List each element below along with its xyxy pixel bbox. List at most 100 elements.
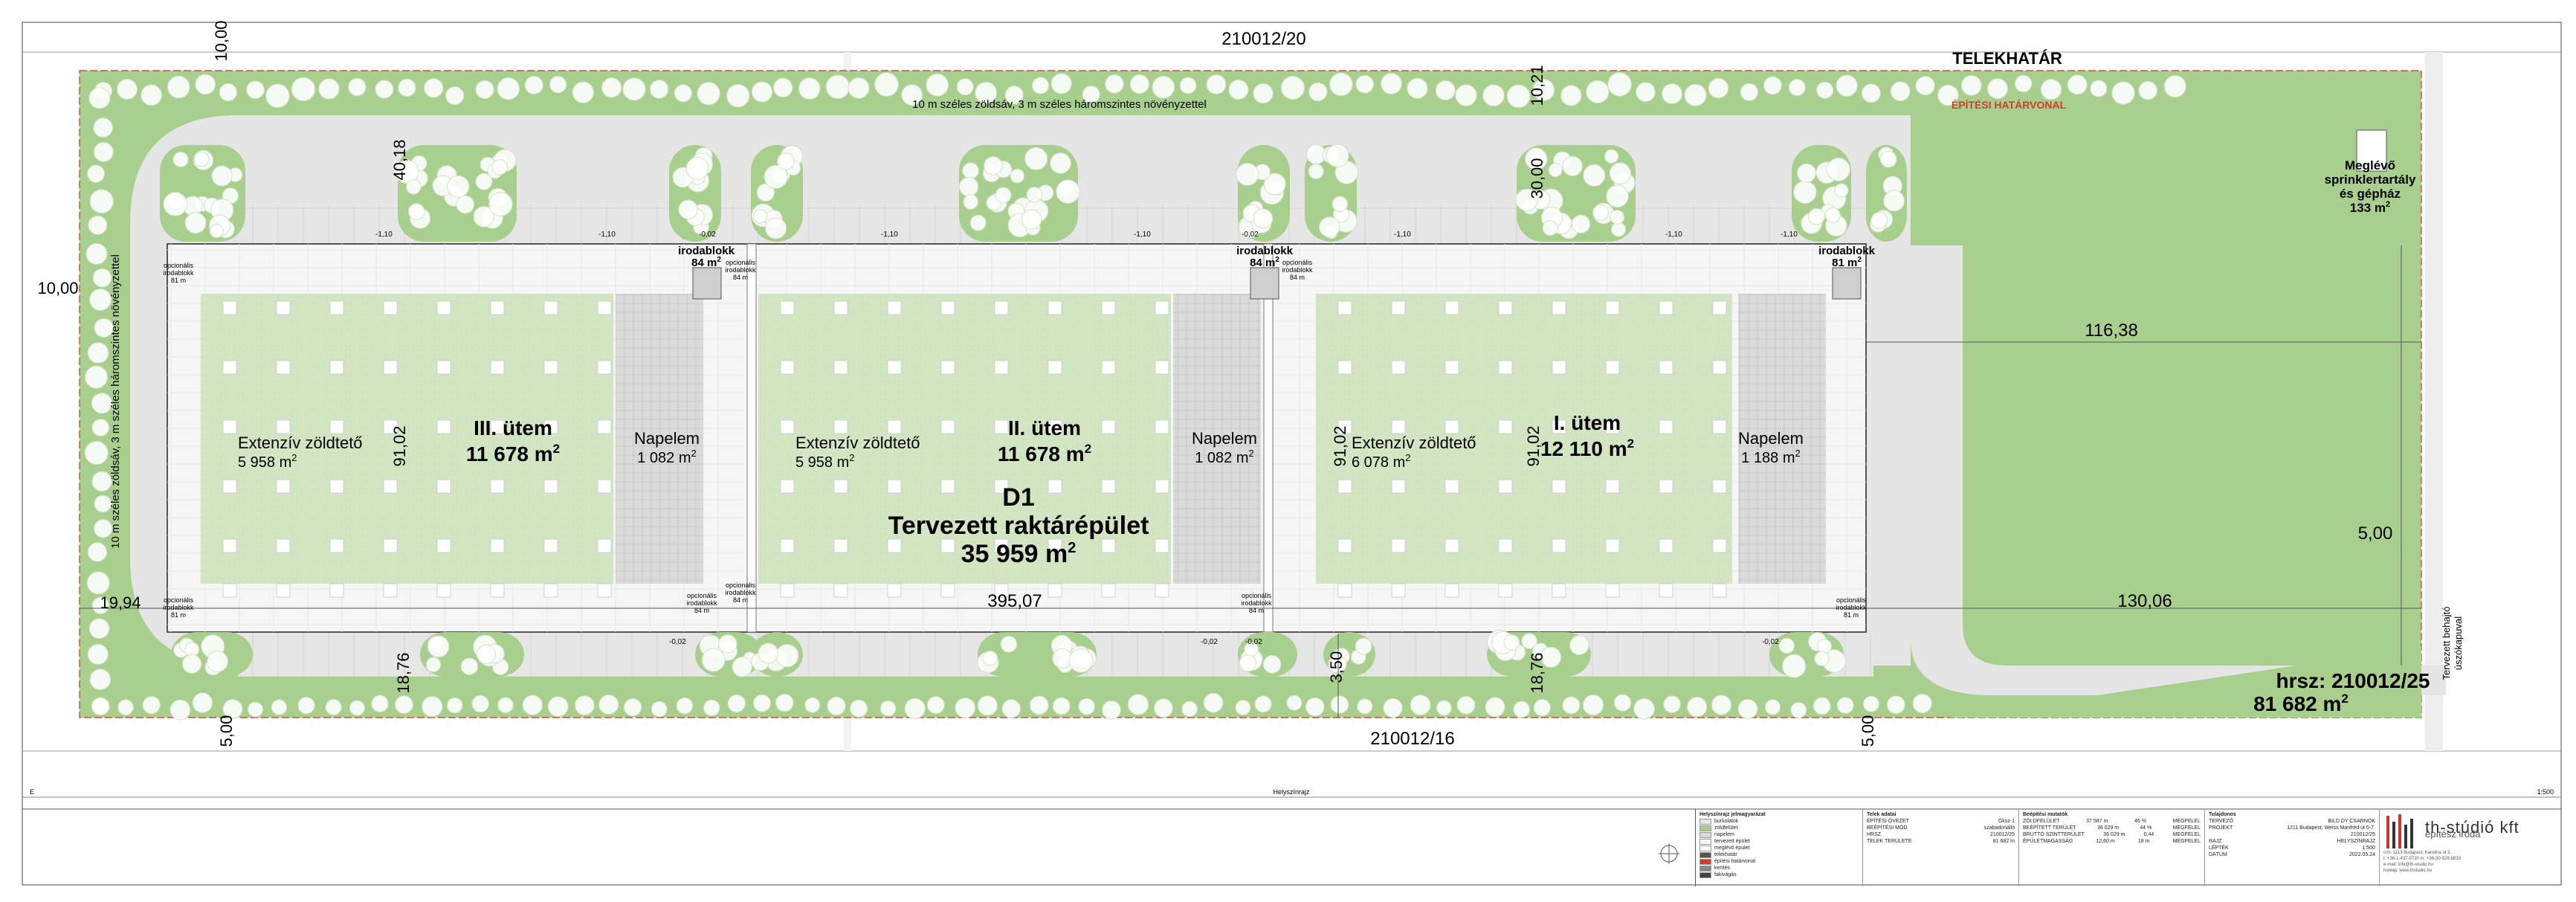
tree bbox=[1635, 82, 1656, 103]
tree bbox=[1513, 700, 1531, 718]
table-cell: BEÉPÍTETT TERÜLET bbox=[2023, 825, 2076, 831]
phase-1-solar-label: Napelem bbox=[1738, 429, 1804, 448]
skylight bbox=[1659, 538, 1673, 553]
tree bbox=[756, 183, 775, 202]
phase-2-area: 11 678 m2 bbox=[998, 442, 1091, 466]
tree bbox=[777, 152, 795, 170]
skylight bbox=[1155, 583, 1169, 598]
skylight bbox=[1337, 360, 1352, 375]
skylight bbox=[994, 300, 1009, 315]
table-cell: 44 % bbox=[2140, 825, 2152, 831]
table-cell: RAJZ bbox=[2209, 839, 2222, 844]
svg-text:irodablokk: irodablokk bbox=[686, 599, 717, 607]
tree bbox=[1482, 84, 1505, 107]
svg-text:-0,02: -0,02 bbox=[1242, 231, 1259, 239]
tree bbox=[91, 393, 113, 414]
svg-text:-0,02: -0,02 bbox=[1245, 638, 1262, 646]
tree bbox=[623, 698, 642, 717]
table-cell: 12,60 m bbox=[2096, 839, 2115, 844]
tree bbox=[926, 73, 949, 97]
svg-text:-0,02: -0,02 bbox=[1762, 638, 1779, 646]
tree bbox=[181, 654, 202, 674]
tree bbox=[84, 440, 109, 466]
tree bbox=[89, 669, 112, 691]
building-desc: Tervezett raktárépület bbox=[888, 512, 1149, 540]
table-cell: 0,44 bbox=[2143, 832, 2154, 837]
tree bbox=[1506, 84, 1531, 109]
tree bbox=[1262, 654, 1282, 674]
tree bbox=[460, 657, 479, 675]
office-1-label: irodablokk bbox=[678, 245, 735, 257]
skylight bbox=[1659, 360, 1673, 375]
tree bbox=[1455, 84, 1477, 106]
tree bbox=[1355, 74, 1375, 94]
skylight bbox=[436, 300, 451, 315]
tree bbox=[752, 694, 772, 712]
skylight bbox=[1498, 300, 1513, 315]
skylight bbox=[1444, 419, 1459, 434]
skylight bbox=[222, 538, 237, 553]
tree bbox=[1153, 698, 1173, 718]
skylight bbox=[1552, 538, 1566, 553]
tree bbox=[271, 699, 288, 715]
tree bbox=[963, 194, 979, 210]
svg-text:irodablokk: irodablokk bbox=[725, 266, 756, 274]
table-cell: LÉPTÉK bbox=[2209, 845, 2229, 851]
tree bbox=[651, 700, 668, 718]
skylight bbox=[490, 300, 505, 315]
tree bbox=[601, 77, 622, 98]
tree bbox=[1613, 694, 1632, 712]
tree bbox=[195, 74, 216, 95]
tree bbox=[184, 212, 207, 234]
legend-swatch bbox=[1699, 851, 1711, 858]
office-1-area: 84 m2 bbox=[691, 256, 721, 269]
tree bbox=[265, 83, 290, 109]
skylight bbox=[222, 360, 237, 375]
tree bbox=[88, 618, 110, 640]
tree bbox=[753, 209, 768, 224]
logo-subtitle: építész iroda bbox=[2425, 828, 2481, 840]
tree bbox=[93, 519, 113, 538]
tree bbox=[549, 75, 567, 94]
tree bbox=[1031, 77, 1050, 94]
tree bbox=[1586, 80, 1610, 104]
green-roof-phase-2 bbox=[758, 294, 1171, 584]
tree bbox=[446, 697, 463, 714]
skylight bbox=[1498, 479, 1513, 494]
dim-91-02-c: 91,02 bbox=[1524, 425, 1543, 466]
skylight bbox=[1552, 583, 1566, 598]
dim-10-00-left: 10,00 bbox=[37, 279, 78, 297]
tree bbox=[678, 199, 698, 219]
company-logo-icon bbox=[2386, 814, 2413, 848]
table-cell: MEGFELEL bbox=[2172, 819, 2201, 824]
skylight bbox=[887, 360, 902, 375]
tree bbox=[1826, 157, 1850, 181]
skylight bbox=[276, 538, 291, 553]
tree bbox=[1050, 73, 1072, 94]
svg-text:-1,10: -1,10 bbox=[1781, 231, 1798, 239]
svg-text:opcionális: opcionális bbox=[687, 592, 717, 599]
tree bbox=[622, 77, 646, 101]
tree bbox=[1912, 693, 1932, 714]
green-roof-phase-1 bbox=[1316, 294, 1732, 584]
tree bbox=[1253, 83, 1274, 104]
skylight bbox=[543, 479, 558, 494]
tree bbox=[1129, 74, 1150, 94]
skylight bbox=[1659, 300, 1673, 315]
tree bbox=[1181, 700, 1198, 718]
dim-30-00: 30,00 bbox=[1528, 158, 1546, 199]
phase-3-green-area: 5 958 m2 bbox=[238, 452, 297, 471]
tree bbox=[1357, 698, 1373, 715]
tree bbox=[447, 175, 470, 198]
skylight bbox=[1155, 479, 1169, 494]
logo-address-1: cím: 1113 Budapest, Karolina út 3. bbox=[2383, 851, 2452, 855]
skylight bbox=[1155, 360, 1169, 375]
tree bbox=[697, 82, 720, 106]
tree bbox=[701, 648, 726, 672]
tree bbox=[89, 189, 114, 214]
skylight bbox=[222, 583, 237, 598]
tree bbox=[1029, 695, 1049, 715]
office-2-label: irodablokk bbox=[1236, 245, 1294, 257]
